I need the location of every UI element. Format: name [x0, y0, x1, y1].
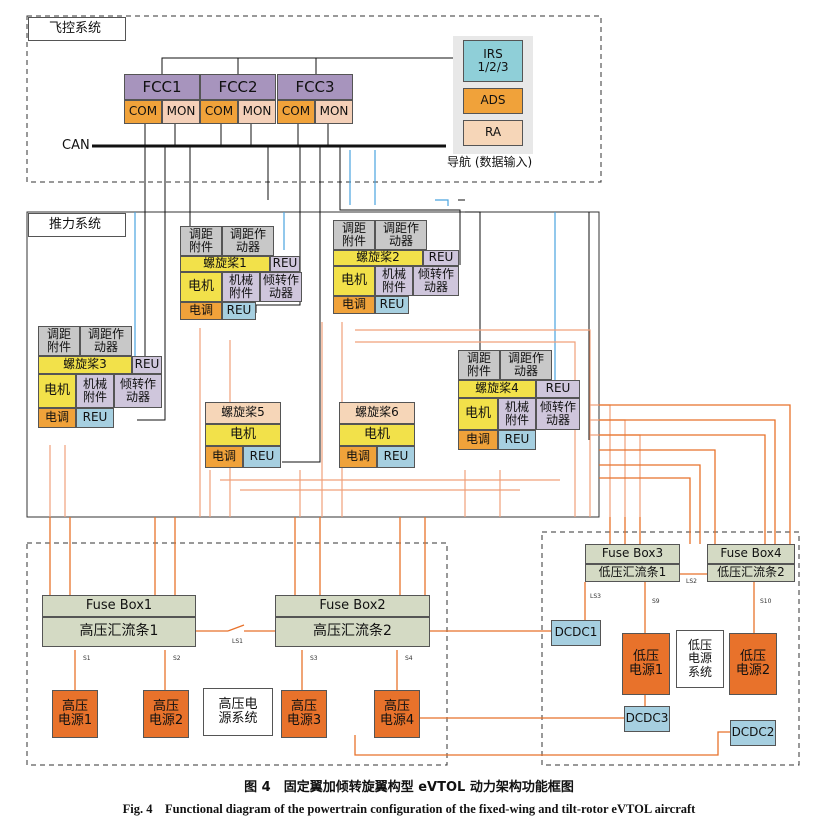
caption-cn: 图 4 固定翼加倾转旋翼构型 eVTOL 动力架构功能框图 [244, 780, 574, 795]
nav-label: 导航 (数据输入) [447, 155, 533, 169]
prop4-pitch-attach: 调距 附件 [458, 350, 500, 380]
s2-label: S2 [173, 655, 181, 662]
fuse-box3: Fuse Box3 [585, 544, 680, 564]
prop1-reu: REU [222, 302, 256, 320]
prop2-mech-attach: 机械 附件 [375, 266, 413, 296]
prop3-label: 螺旋桨3 [38, 356, 132, 374]
fuse-box2: Fuse Box2 [275, 595, 430, 617]
fcc1-mon: MON [162, 100, 200, 124]
s3-label: S3 [310, 655, 318, 662]
fcc2-mon: MON [238, 100, 276, 124]
prop2-esc: 电调 [333, 296, 375, 314]
prop4-reu-top: REU [536, 380, 580, 398]
prop6-motor: 电机 [339, 424, 415, 446]
prop5-esc: 电调 [205, 446, 243, 468]
prop4-label: 螺旋桨4 [458, 380, 536, 398]
prop1-motor: 电机 [180, 272, 222, 302]
lv-bus1: 低压汇流条1 [585, 564, 680, 582]
ls3-label: LS3 [590, 593, 601, 600]
prop4-motor: 电机 [458, 398, 498, 430]
prop2-label: 螺旋桨2 [333, 250, 423, 266]
hv-frame [26, 542, 448, 766]
fcc3-box: FCC3 [277, 74, 353, 100]
fuse-box1: Fuse Box1 [42, 595, 196, 617]
dcdc1: DCDC1 [551, 620, 601, 646]
hv-source2: 高压 电源2 [143, 690, 189, 738]
lv-source1: 低压 电源1 [622, 633, 670, 695]
s10-label: S10 [760, 598, 772, 605]
prop4-esc: 电调 [458, 430, 498, 450]
s9-label: S9 [652, 598, 660, 605]
prop2-pitch-actuator: 调距作 动器 [375, 220, 427, 250]
prop3-mech-attach: 机械 附件 [76, 374, 114, 408]
prop1-label: 螺旋桨1 [180, 256, 270, 272]
fcc1-box: FCC1 [124, 74, 200, 100]
prop2-tilt-actuator: 倾转作 动器 [413, 266, 459, 296]
prop1-esc: 电调 [180, 302, 222, 320]
propulsion-frame [26, 211, 600, 518]
nav-ra-box: RA [463, 120, 523, 146]
can-label: CAN [62, 138, 90, 153]
fcc3-mon: MON [315, 100, 353, 124]
prop3-tilt-actuator: 倾转作 动器 [114, 374, 162, 408]
prop3-motor: 电机 [38, 374, 76, 408]
prop2-pitch-attach: 调距 附件 [333, 220, 375, 250]
prop1-pitch-actuator: 调距作 动器 [222, 226, 274, 256]
prop6-esc: 电调 [339, 446, 377, 468]
flight-control-title: 飞控系统 [28, 17, 126, 41]
prop3-pitch-attach: 调距 附件 [38, 326, 80, 356]
prop6-label: 螺旋桨6 [339, 402, 415, 424]
lv-frame [541, 531, 800, 766]
hv-bus1: 高压汇流条1 [42, 617, 196, 647]
prop5-motor: 电机 [205, 424, 281, 446]
hv-source4: 高压 电源4 [374, 690, 420, 738]
fcc3-com: COM [277, 100, 315, 124]
fcc1-com: COM [124, 100, 162, 124]
hv-source1: 高压 电源1 [52, 690, 98, 738]
prop4-pitch-actuator: 调距作 动器 [500, 350, 552, 380]
lv-source2: 低压 电源2 [729, 633, 777, 695]
prop1-reu-top: REU [270, 256, 300, 272]
s4-label: S4 [405, 655, 413, 662]
flight-control-frame [26, 15, 602, 183]
lv-bus2: 低压汇流条2 [707, 564, 795, 582]
prop4-mech-attach: 机械 附件 [498, 398, 536, 430]
fuse-box4: Fuse Box4 [707, 544, 795, 564]
fcc2-box: FCC2 [200, 74, 276, 100]
s1-label: S1 [83, 655, 91, 662]
prop3-reu-top: REU [132, 356, 162, 374]
ls2-label: LS2 [686, 578, 697, 585]
prop1-mech-attach: 机械 附件 [222, 272, 260, 302]
dcdc3: DCDC3 [624, 706, 670, 732]
prop1-pitch-attach: 调距 附件 [180, 226, 222, 256]
prop4-tilt-actuator: 倾转作 动器 [536, 398, 580, 430]
hv-system-label: 高压电 源系统 [203, 688, 273, 736]
lv-system-label: 低压 电源 系统 [676, 630, 724, 688]
prop6-reu: REU [377, 446, 415, 468]
propulsion-title: 推力系统 [28, 213, 126, 237]
hv-bus2: 高压汇流条2 [275, 617, 430, 647]
prop2-reu-top: REU [423, 250, 459, 266]
ls1-label: LS1 [232, 638, 243, 645]
prop3-pitch-actuator: 调距作 动器 [80, 326, 132, 356]
caption-en: Fig. 4 Functional diagram of the powertr… [122, 802, 696, 816]
prop2-motor: 电机 [333, 266, 375, 296]
prop3-reu: REU [76, 408, 114, 428]
prop2-reu: REU [375, 296, 409, 314]
prop5-reu: REU [243, 446, 281, 468]
nav-irs-box: IRS 1/2/3 [463, 40, 523, 82]
prop1-tilt-actuator: 倾转作 动器 [260, 272, 302, 302]
nav-ads-box: ADS [463, 88, 523, 114]
hv-source3: 高压 电源3 [281, 690, 327, 738]
prop3-esc: 电调 [38, 408, 76, 428]
dcdc2: DCDC2 [730, 720, 776, 746]
fcc2-com: COM [200, 100, 238, 124]
prop5-label: 螺旋桨5 [205, 402, 281, 424]
prop4-reu: REU [498, 430, 536, 450]
